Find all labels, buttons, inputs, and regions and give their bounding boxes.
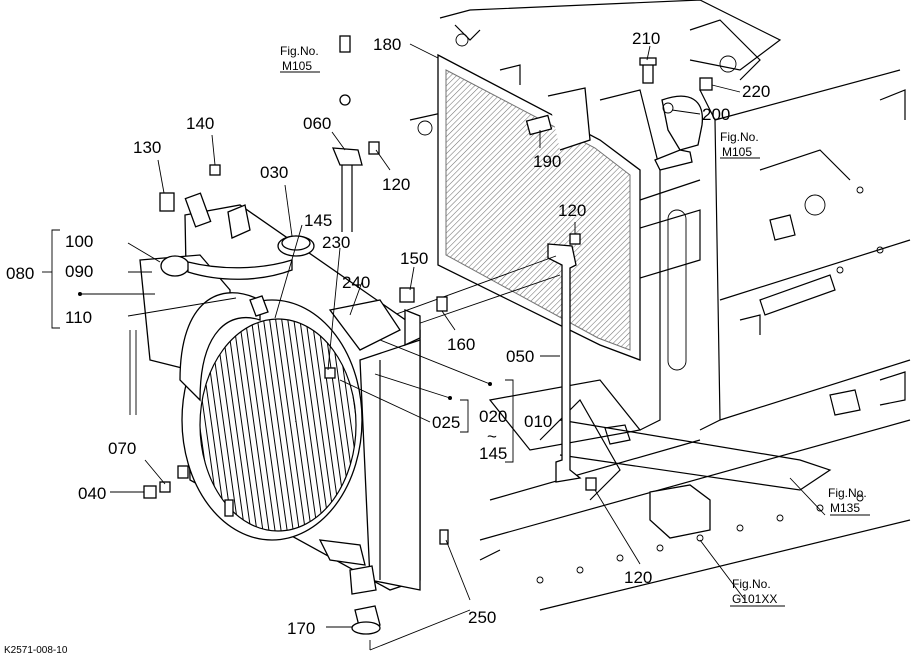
callout-020: 020 (479, 407, 507, 426)
radiator-screen (437, 53, 641, 361)
fig-ref-m135-prefix: Fig.No. (828, 486, 867, 500)
fig-ref-g101-code[interactable]: G101XX (732, 592, 777, 606)
callout-120-bottom: 120 (624, 568, 652, 587)
callout-250: 250 (468, 608, 496, 627)
callout-040: 040 (78, 484, 106, 503)
callout-060: 060 (303, 114, 331, 133)
callout-080: 080 (6, 264, 34, 283)
callout-030: 030 (260, 163, 288, 182)
callout-120-mid: 120 (558, 201, 586, 220)
callout-050: 050 (506, 347, 534, 366)
callout-150: 150 (400, 249, 428, 268)
fasteners (143, 35, 711, 545)
radiator-assembly (129, 192, 421, 635)
callout-130: 130 (133, 138, 161, 157)
fig-ref-g101-prefix: Fig.No. (732, 577, 771, 591)
fig-ref-m135-code[interactable]: M135 (830, 501, 860, 515)
leader-lines (42, 43, 870, 651)
fig-ref-m105-left-code[interactable]: M105 (282, 59, 312, 73)
callout-230: 230 (322, 233, 350, 252)
callout-120-top: 120 (382, 175, 410, 194)
callout-145-top: 145 (304, 211, 332, 230)
callout-070: 070 (108, 439, 136, 458)
callout-010: 010 (524, 412, 552, 431)
callout-190: 190 (533, 152, 561, 171)
drawing-code: K2571-008-10 (4, 645, 68, 656)
figure-references: Fig.No. M105 Fig.No. M105 Fig.No. M135 F… (280, 44, 867, 606)
callout-210: 210 (632, 29, 660, 48)
callout-240: 240 (342, 273, 370, 292)
callout-145-bottom: 145 (479, 444, 507, 463)
fig-ref-m105-right-code[interactable]: M105 (722, 145, 752, 159)
callout-160: 160 (447, 335, 475, 354)
callouts: 180 210 220 200 060 140 130 120 190 030 … (6, 29, 770, 638)
callout-180: 180 (373, 35, 401, 54)
stay-bars (331, 147, 582, 483)
callout-140: 140 (186, 114, 214, 133)
callout-025: 025 (432, 413, 460, 432)
callout-220: 220 (742, 82, 770, 101)
callout-100: 100 (65, 232, 93, 251)
callout-090: 090 (65, 262, 93, 281)
callout-170: 170 (287, 619, 315, 638)
fig-ref-m105-left-prefix: Fig.No. (280, 44, 319, 58)
callout-200: 200 (702, 105, 730, 124)
callout-110: 110 (65, 308, 92, 327)
callout-tilde: ~ (487, 427, 497, 446)
fig-ref-m105-right-prefix: Fig.No. (720, 130, 759, 144)
